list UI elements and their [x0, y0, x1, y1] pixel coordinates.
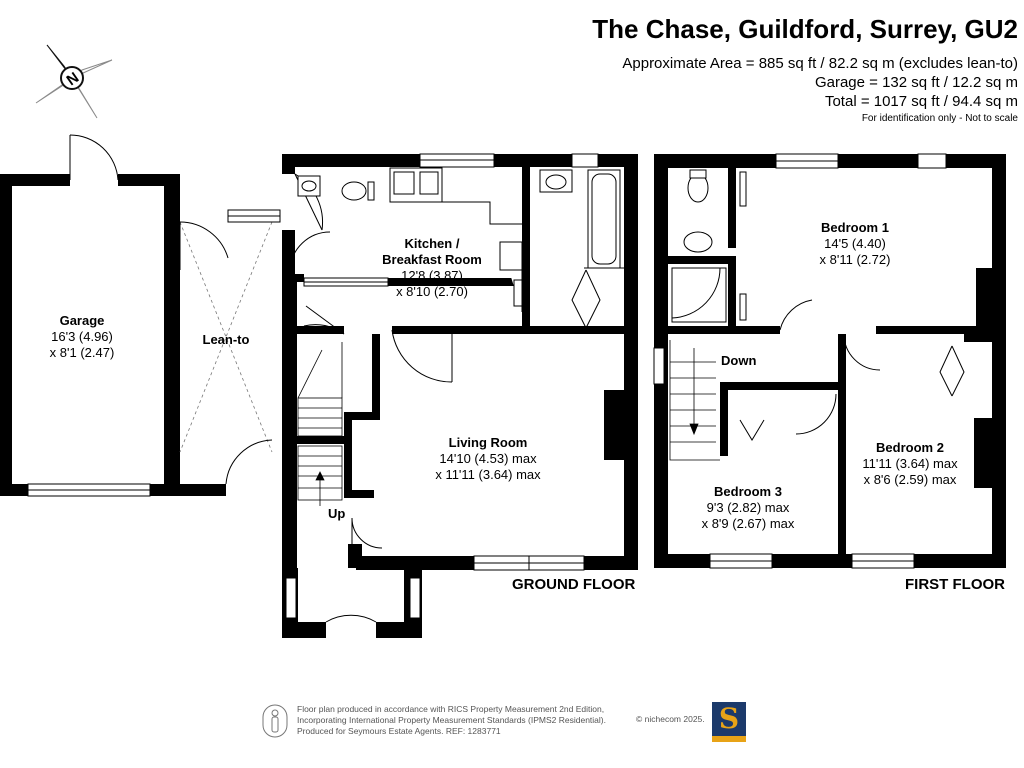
bedroom-1-dim2: x 8'11 (2.72) — [819, 252, 891, 267]
ground-floor-walls — [282, 154, 638, 638]
first-floor-walls — [653, 154, 1006, 568]
approximate-area: Approximate Area = 885 sq ft / 82.2 sq m… — [622, 55, 1018, 72]
bedroom-1-dim1: 14'5 (4.40) — [824, 236, 886, 251]
living-room-dim1: 14'10 (4.53) max — [439, 451, 537, 466]
ground-floor-fixtures — [297, 167, 624, 312]
garage-label: Garage 16'3 (4.96) x 8'1 (2.47) — [0, 313, 164, 361]
garage-name: Garage — [59, 313, 105, 328]
kitchen-dim2: x 8'10 (2.70) — [396, 284, 468, 299]
kitchen-label: Kitchen / Breakfast Room 12'8 (3.87) x 8… — [356, 236, 508, 300]
disclaimer: For identification only - Not to scale — [861, 113, 1018, 124]
first-floor-doors — [739, 299, 965, 441]
agent-logo: S — [712, 702, 746, 742]
garage-walls — [0, 174, 226, 496]
compass-icon: N — [35, 44, 113, 119]
bedroom-2-dim2: x 8'6 (2.59) max — [863, 472, 957, 487]
footer-line-2: Incorporating International Property Mea… — [297, 715, 606, 725]
lean-to-name: Lean-to — [202, 332, 250, 347]
first-floor-label: FIRST FLOOR — [905, 576, 1005, 593]
footer-line-3: Produced for Seymours Estate Agents. REF… — [297, 726, 501, 736]
garage-dim2: x 8'1 (2.47) — [49, 345, 115, 360]
ground-floor-label: GROUND FLOOR — [512, 576, 636, 593]
total-area: Total = 1017 sq ft / 94.4 sq m — [824, 93, 1018, 110]
bedroom-3-dim1: 9'3 (2.82) max — [706, 500, 790, 515]
garage-window — [27, 483, 151, 497]
person-scale-icon — [262, 704, 288, 738]
first-floor-windows — [709, 153, 947, 569]
living-room-name: Living Room — [448, 435, 528, 450]
stairs-down-label: Down — [721, 353, 757, 368]
bedroom-2-dim1: 11'11 (3.64) max — [862, 456, 958, 471]
first-floor-stairs — [669, 340, 720, 461]
garage-door — [69, 134, 119, 181]
kitchen-dim1: 12'8 (3.87) — [401, 268, 463, 283]
first-floor-fixtures — [671, 169, 747, 323]
footer-line-1: Floor plan produced in accordance with R… — [297, 704, 605, 714]
property-title: The Chase, Guildford, Surrey, GU2 — [592, 14, 1018, 44]
agent-logo-letter: S — [718, 702, 740, 735]
bedroom-1-name: Bedroom 1 — [821, 220, 889, 235]
bedroom-2-name: Bedroom 2 — [876, 440, 944, 455]
bedroom-3-name: Bedroom 3 — [714, 484, 782, 499]
ground-floor-windows — [285, 153, 599, 619]
garage-dim1: 16'3 (4.96) — [51, 329, 113, 344]
garage-area: Garage = 132 sq ft / 12.2 sq m — [814, 74, 1018, 91]
copyright: © nichecom 2025. — [636, 714, 705, 724]
agent-logo-bar — [712, 736, 746, 742]
kitchen-name-2: Breakfast Room — [382, 252, 482, 267]
bedroom-3-dim2: x 8'9 (2.67) max — [701, 516, 795, 531]
living-room-label: Living Room 14'10 (4.53) max x 11'11 (3.… — [400, 435, 576, 483]
bedroom-2-label: Bedroom 2 11'11 (3.64) max x 8'6 (2.59) … — [846, 440, 974, 488]
bedroom-3-label: Bedroom 3 9'3 (2.82) max x 8'9 (2.67) ma… — [680, 484, 816, 532]
ground-floor-stairs — [297, 342, 343, 506]
kitchen-name-1: Kitchen / — [404, 236, 460, 251]
lean-to-window — [227, 209, 281, 223]
bedroom-1-label: Bedroom 1 14'5 (4.40) x 8'11 (2.72) — [780, 220, 930, 268]
living-room-dim2: x 11'11 (3.64) max — [435, 467, 541, 482]
lean-to — [179, 221, 273, 453]
stairs-up-label: Up — [328, 506, 346, 521]
lean-to-doors — [179, 221, 273, 485]
